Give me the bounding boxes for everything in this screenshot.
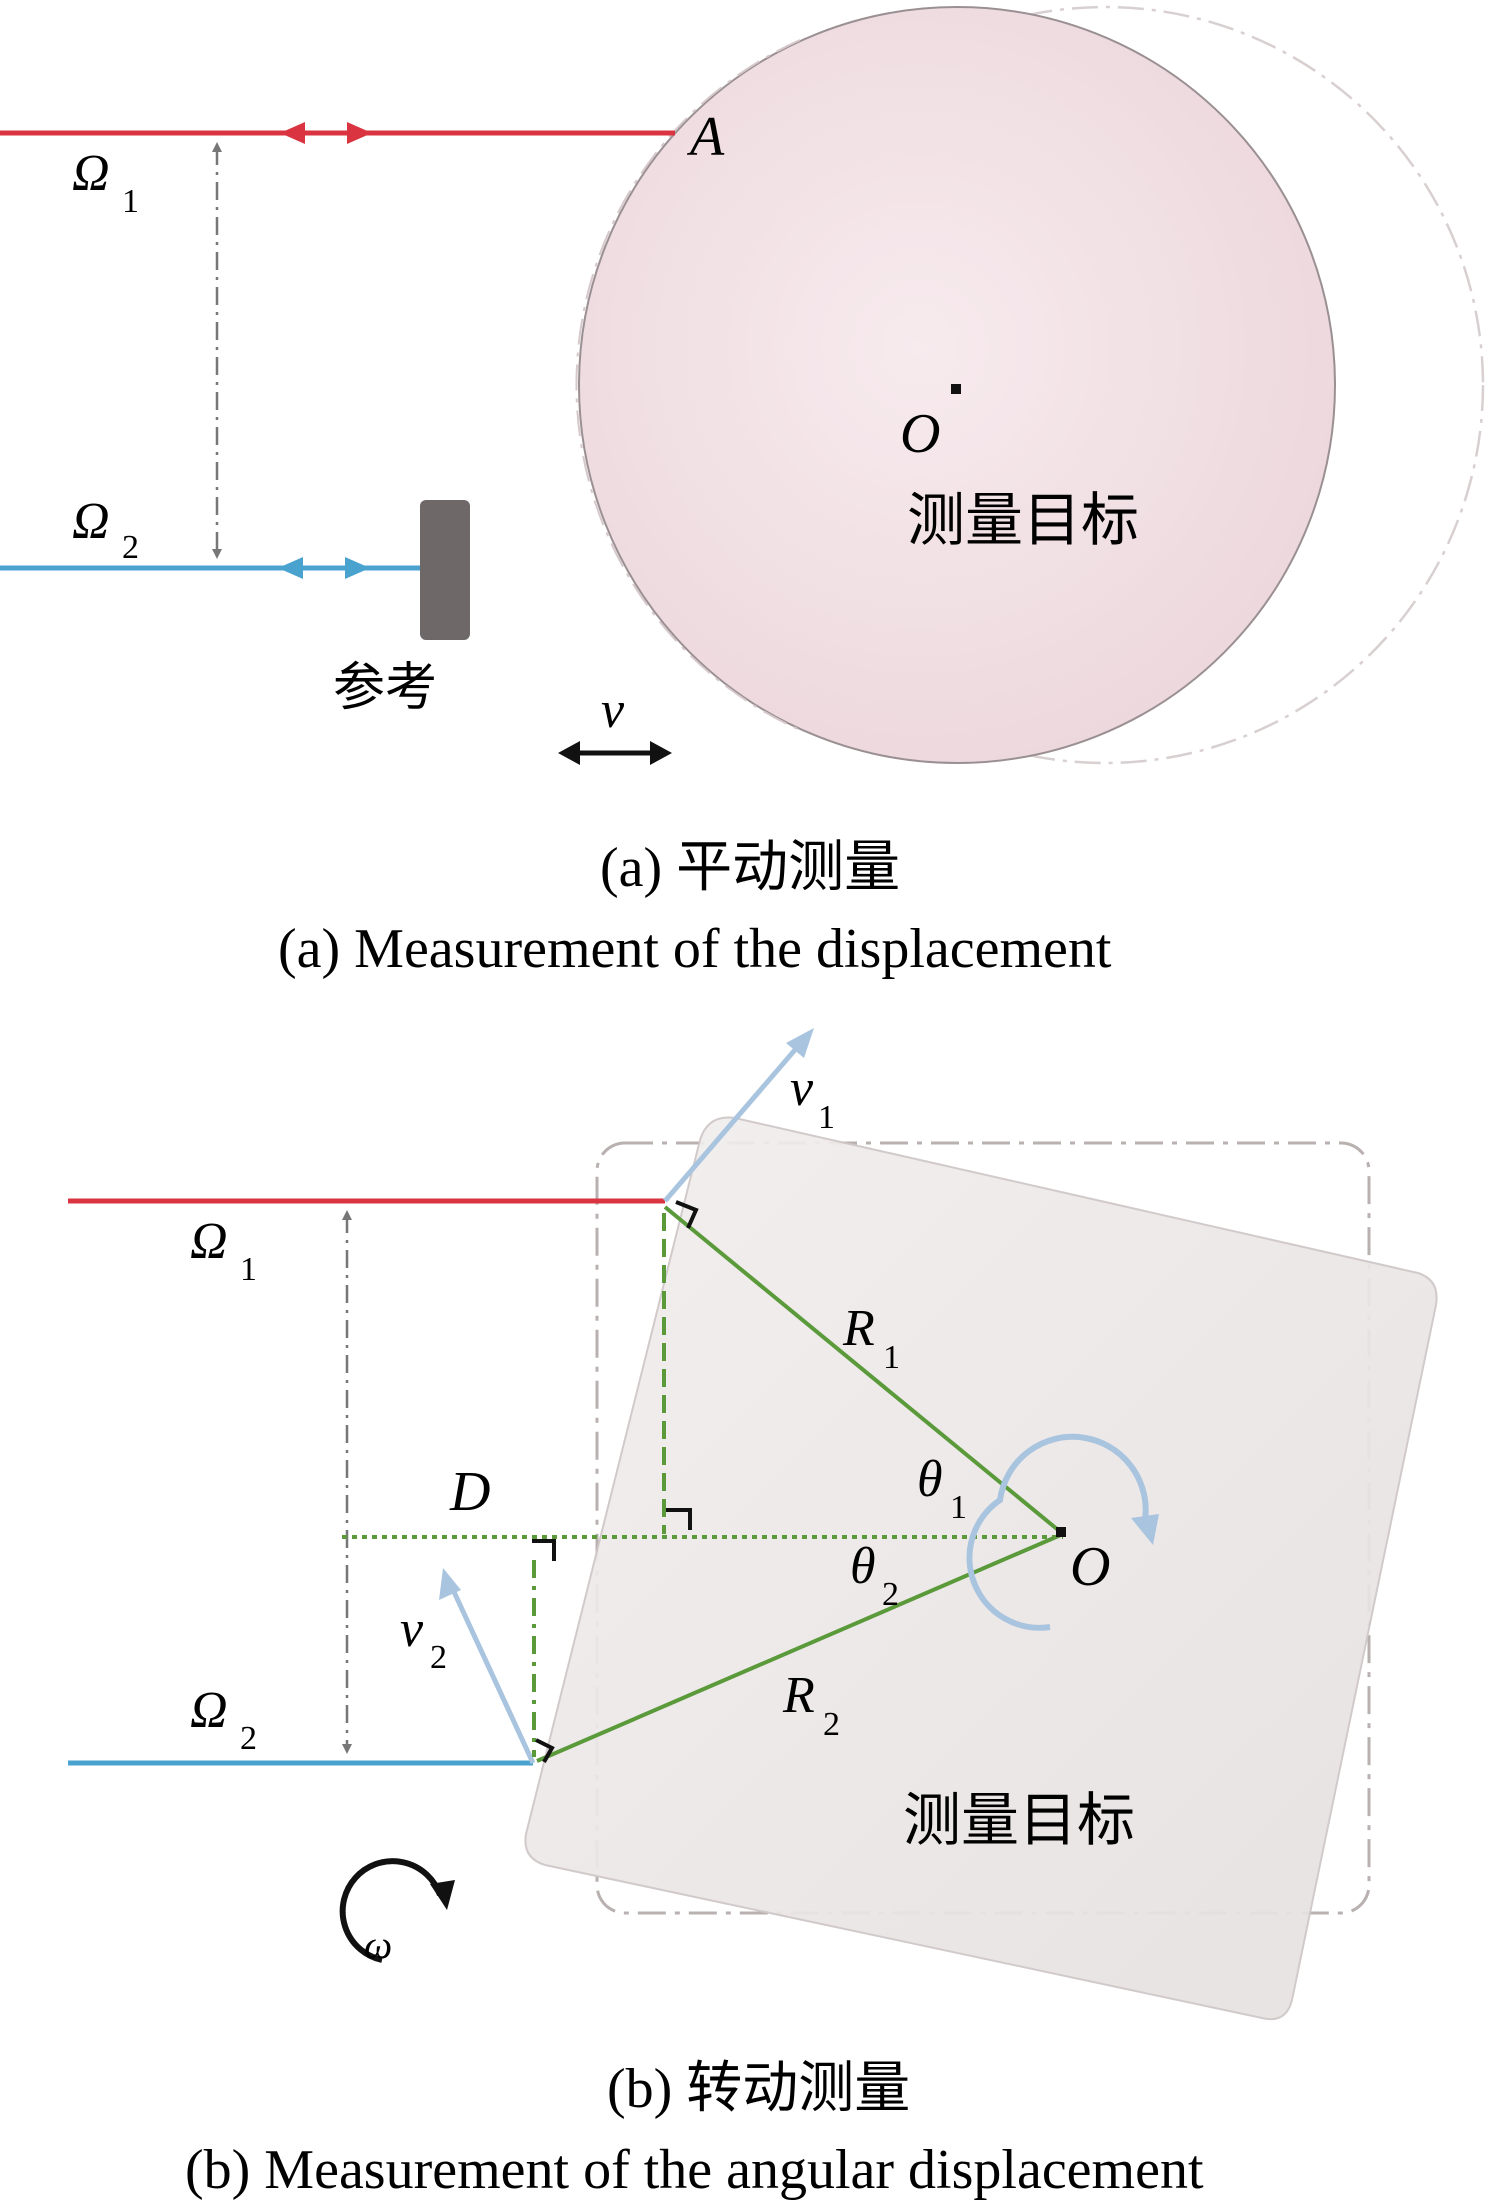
reference-label: 参考 (333, 658, 437, 718)
right-angle-mark-3 (532, 1539, 556, 1561)
velocity-label: v (601, 682, 625, 739)
omega-rotation-arrow (339, 1858, 443, 1963)
panel-b: Ω 1 Ω 2 v 1 v 2 R 1 R 2 θ 1 θ 2 D O ω 测量… (68, 1028, 1438, 2201)
center-point-o (1056, 1527, 1066, 1537)
rotation-arc-arrowhead (1131, 1514, 1159, 1545)
v2-subscript: 2 (430, 1639, 447, 1676)
beam-1-subscript: 1 (122, 183, 139, 220)
distance-d-label: D (449, 1461, 490, 1523)
v1-arrow (663, 1035, 808, 1203)
v1-arrowhead (786, 1028, 814, 1058)
r2-subscript: 2 (823, 1706, 840, 1743)
beam-1-label: Ω (190, 1213, 228, 1270)
beam-1-subscript: 1 (240, 1251, 257, 1288)
rotation-arc-around-o (966, 1433, 1149, 1631)
beam-2-subscript: 2 (240, 1720, 257, 1757)
target-label: 测量目标 (907, 486, 1139, 554)
v2-arrowhead (439, 1568, 461, 1600)
caption-b-en: (b) Measurement of the angular displacem… (185, 2139, 1204, 2201)
point-o-label: O (1070, 1536, 1110, 1598)
caption-b-cn: (b) 转动测量 (607, 2058, 910, 2120)
v1-subscript: 1 (818, 1099, 835, 1136)
point-a-label: A (686, 106, 725, 168)
v2-arrow (446, 1579, 536, 1765)
center-point-o (951, 384, 961, 394)
theta1-subscript: 1 (950, 1489, 967, 1526)
target-disk-ghost-inner-arc (575, 39, 801, 731)
v1-label: v (790, 1060, 814, 1117)
radius-r2 (536, 1532, 1064, 1763)
panel-a: Ω 1 Ω 2 A O 测量目标 参考 v (a) 平动测量 (a) Measu… (0, 5, 1485, 980)
omega-label: ω (364, 1922, 392, 1967)
beam-1-label: Ω (72, 145, 110, 202)
omega-rotation-arrowhead (430, 1880, 455, 1910)
beam-1-double-arrow (280, 122, 372, 144)
beam-2-label: Ω (190, 1682, 228, 1739)
v2-label: v (400, 1601, 424, 1658)
theta2-subscript: 2 (882, 1576, 899, 1613)
r2-label: R (782, 1667, 815, 1724)
beam-2-label: Ω (72, 493, 110, 550)
right-angle-mark-2 (666, 1508, 692, 1530)
point-o-label: O (900, 403, 940, 465)
r1-subscript: 1 (883, 1339, 900, 1376)
caption-a-cn: (a) 平动测量 (600, 837, 900, 899)
reference-block (420, 500, 470, 640)
theta2-label: θ (850, 1538, 876, 1595)
right-angle-mark-1 (675, 1200, 699, 1229)
caption-a-en: (a) Measurement of the displacement (278, 918, 1112, 980)
beam-2-double-arrow (278, 557, 370, 579)
beam-2-subscript: 2 (122, 529, 139, 566)
target-label: 测量目标 (903, 1786, 1135, 1854)
radius-r1 (663, 1205, 1065, 1536)
theta1-label: θ (917, 1451, 943, 1508)
r1-label: R (842, 1300, 875, 1357)
right-angle-mark-4 (535, 1738, 555, 1763)
